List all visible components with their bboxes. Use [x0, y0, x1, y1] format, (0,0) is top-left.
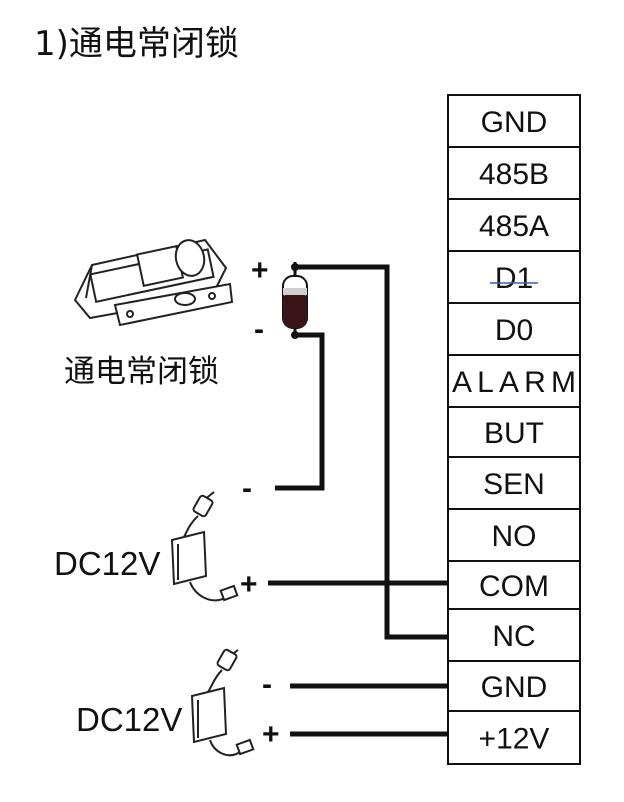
terminal-label-no: NO — [492, 520, 537, 553]
power-supply-1-label: DC12V — [54, 545, 161, 582]
terminal-label-sen: SEN — [483, 468, 545, 501]
terminal-label-nc: NC — [492, 620, 535, 653]
lock-minus-sign: - — [254, 313, 264, 346]
terminal-label-485a: 485A — [479, 210, 549, 243]
terminal-block-frame — [447, 94, 581, 765]
terminal-label-d0: D0 — [495, 314, 533, 347]
psu1-plus-sign: + — [240, 568, 258, 601]
lock-plus-sign: + — [251, 254, 269, 287]
power-adapter-2-icon — [190, 648, 255, 757]
psu2-plus-sign: + — [262, 718, 280, 751]
terminal-label-gnd: GND — [481, 106, 548, 139]
psu1-minus-sign: - — [242, 472, 252, 505]
power-supply-2-label: DC12V — [76, 701, 183, 738]
terminal-label-d1: D1 — [495, 262, 533, 295]
terminal-label-12v: +12V — [479, 723, 550, 756]
terminal-label-alarm: ALARM — [452, 366, 576, 399]
terminal-label-485b: 485B — [479, 158, 549, 191]
terminal-label-com: COM — [479, 570, 549, 603]
terminal-label-but: BUT — [484, 417, 544, 450]
power-adapter-1-icon — [170, 491, 239, 602]
terminal-label-gnd: GND — [481, 671, 548, 704]
electric-lock-icon — [73, 238, 234, 327]
diagram-title: 1)通电常闭锁 — [34, 24, 239, 64]
wires — [268, 264, 450, 737]
diode-icon — [282, 262, 308, 339]
psu2-minus-sign: - — [262, 668, 272, 701]
lock-label: 通电常闭锁 — [64, 354, 219, 390]
